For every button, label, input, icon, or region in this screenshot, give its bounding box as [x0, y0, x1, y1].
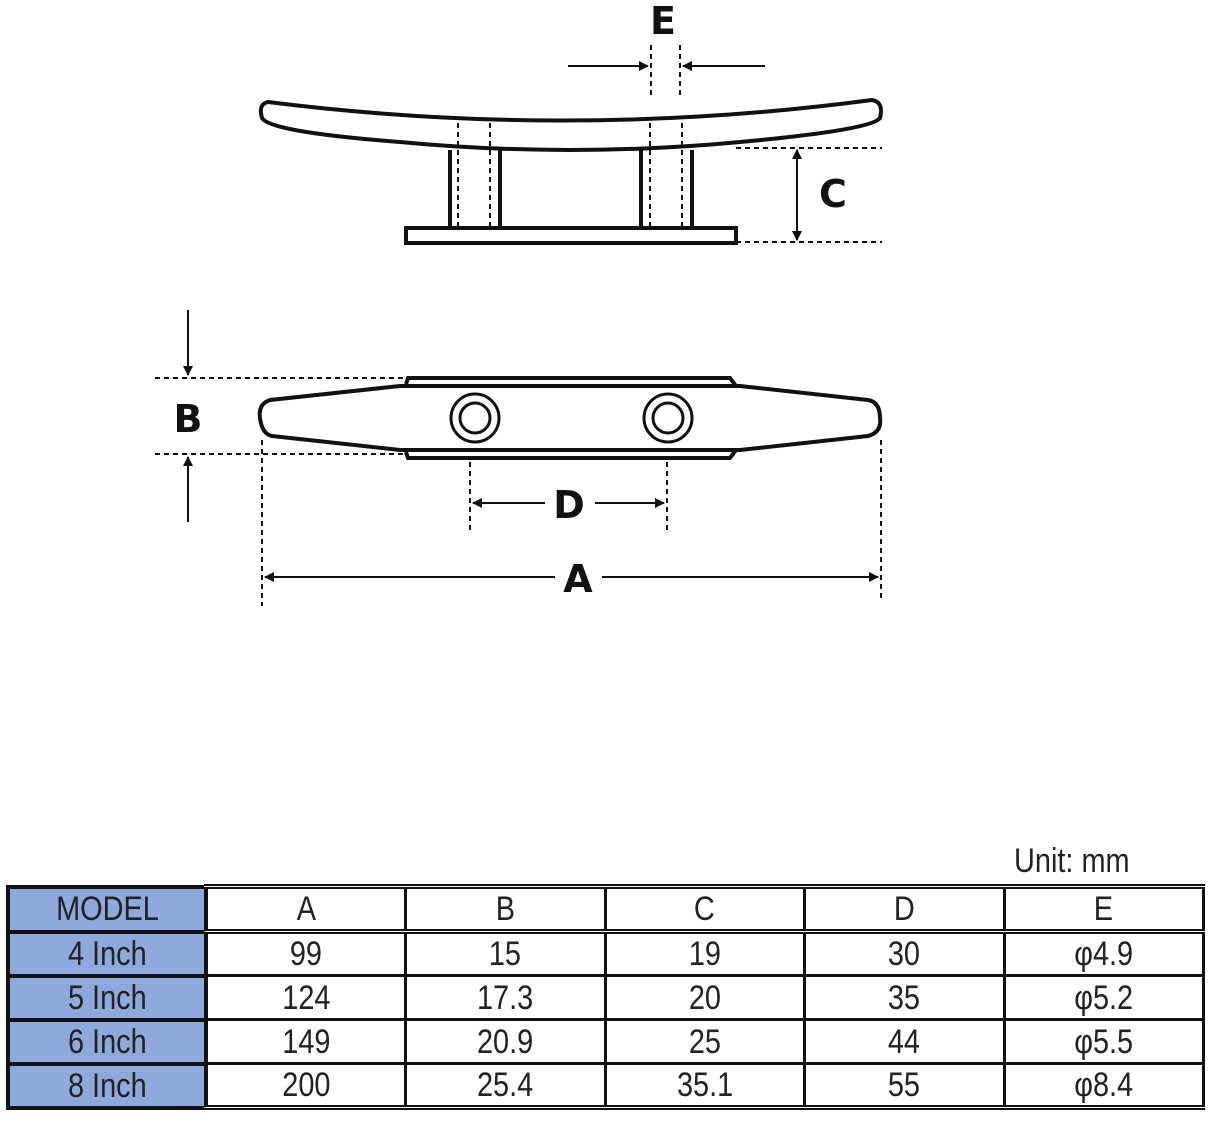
value-cell: 99 [204, 930, 407, 977]
top-view [155, 310, 883, 606]
cell-text: 8 Inch [67, 1066, 147, 1105]
cell-text: 25 [688, 1022, 721, 1061]
value-cell: 20 [603, 974, 806, 1021]
cell-text: φ4.9 [1074, 935, 1134, 973]
table-row: 5 Inch 124 17.3 20 35 φ5.2 [6, 973, 1205, 1022]
header-text: A [296, 890, 316, 928]
header-e: E [1002, 884, 1205, 934]
cell-text: φ5.5 [1074, 1022, 1134, 1061]
cleat-diagram: E C B D A [155, 0, 883, 606]
cell-text: 149 [281, 1022, 331, 1061]
cell-text: 25.4 [477, 1066, 534, 1104]
value-cell: 17.3 [404, 974, 607, 1021]
cell-text: 20.9 [477, 1022, 534, 1061]
label-C: C [819, 172, 847, 216]
cell-text: 99 [289, 935, 323, 973]
header-a: A [204, 884, 407, 934]
cell-text: 30 [888, 935, 921, 973]
value-cell: 20.9 [404, 1018, 607, 1065]
cell-text: 124 [281, 978, 331, 1017]
value-cell: φ8.4 [1002, 1062, 1205, 1110]
header-d: D [803, 884, 1006, 934]
value-cell: φ5.5 [1002, 1018, 1205, 1065]
value-cell: 55 [803, 1062, 1006, 1110]
value-cell: 35.1 [603, 1062, 806, 1110]
cell-text: φ8.4 [1074, 1066, 1134, 1104]
value-cell: 124 [204, 974, 407, 1021]
side-view [258, 45, 883, 245]
table-header-row: MODEL A B C D E [6, 884, 1205, 934]
header-text: C [694, 890, 716, 928]
cell-text: 6 Inch [67, 1022, 147, 1061]
cell-text: 17.3 [477, 978, 534, 1017]
header-b: B [404, 884, 607, 934]
value-cell: φ4.9 [1002, 930, 1205, 977]
cell-text: 5 Inch [67, 978, 147, 1017]
cell-text: 44 [888, 1022, 921, 1061]
cell-text: 55 [888, 1066, 921, 1104]
value-cell: 149 [204, 1018, 407, 1065]
unit-label: Unit: mm [1014, 842, 1130, 880]
cell-text: 4 Inch [67, 934, 147, 973]
table-row: 6 Inch 149 20.9 25 44 φ5.5 [6, 1017, 1205, 1066]
value-cell: 44 [803, 1018, 1006, 1065]
header-text: D [893, 890, 915, 928]
value-cell: 200 [204, 1062, 407, 1110]
header-text: E [1094, 890, 1114, 928]
value-cell: 25.4 [404, 1062, 607, 1110]
cell-text: 35.1 [676, 1066, 733, 1104]
header-text: MODEL [55, 890, 159, 928]
label-E: E [650, 0, 676, 43]
cell-text: 20 [688, 978, 721, 1017]
label-A: A [563, 557, 593, 601]
value-cell: 35 [803, 974, 1006, 1021]
table-row: 4 Inch 99 15 19 30 φ4.9 [6, 929, 1205, 978]
cell-text: 19 [688, 935, 721, 973]
header-text: B [495, 890, 515, 928]
value-cell: 19 [603, 930, 806, 977]
label-D: D [553, 483, 585, 527]
model-cell: 8 Inch [6, 1061, 208, 1110]
model-cell: 4 Inch [6, 929, 208, 978]
cell-text: 15 [489, 935, 522, 973]
model-cell: 6 Inch [6, 1017, 208, 1066]
value-cell: φ5.2 [1002, 974, 1205, 1021]
header-c: C [603, 884, 806, 934]
label-B: B [174, 397, 203, 441]
cell-text: 200 [281, 1066, 331, 1104]
value-cell: 30 [803, 930, 1006, 977]
value-cell: 25 [603, 1018, 806, 1065]
cell-text: 35 [888, 978, 921, 1017]
cell-text: φ5.2 [1074, 978, 1134, 1017]
table-row: 8 Inch 200 25.4 35.1 55 φ8.4 [6, 1061, 1205, 1110]
model-cell: 5 Inch [6, 973, 208, 1022]
value-cell: 15 [404, 930, 607, 977]
header-model: MODEL [6, 884, 208, 934]
